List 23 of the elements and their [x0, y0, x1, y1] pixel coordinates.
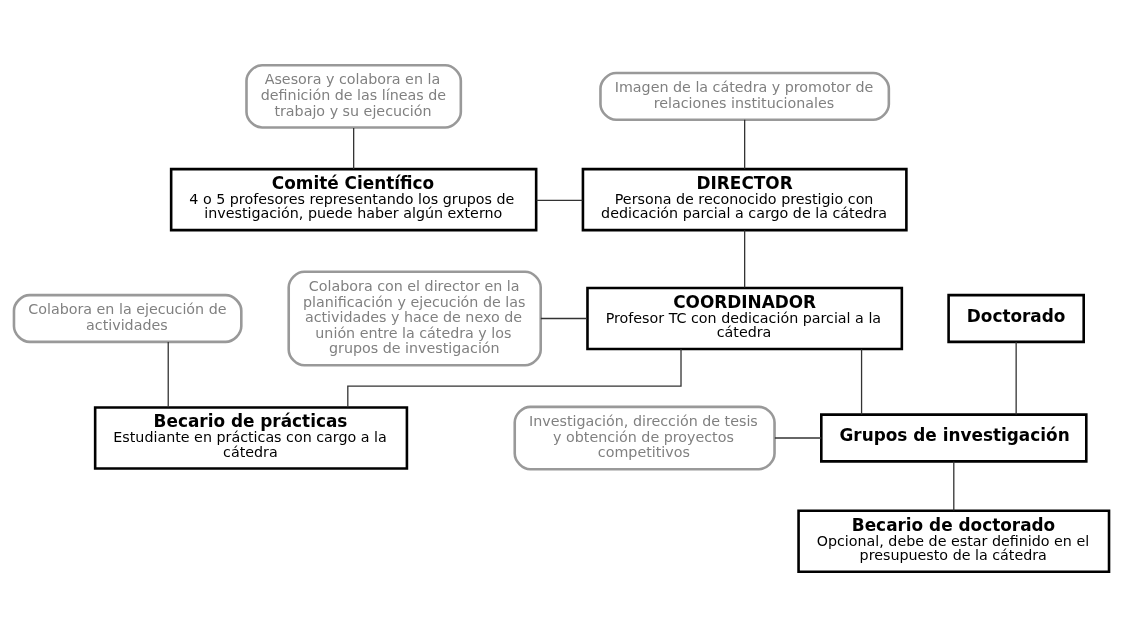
node-box: Becario de doctorado Opcional, debe de estar definido en el presupuesto de la cátedra: [797, 508, 1111, 573]
node-box: DIRECTOR Persona de reconocido prestigio con dedicación parcial a cargo de la cátedra: [581, 167, 908, 231]
connector: [744, 229, 746, 288]
connector: [744, 118, 746, 169]
connector: [540, 317, 588, 319]
connector: [1015, 340, 1017, 415]
connector: [953, 460, 955, 511]
connector: [167, 340, 169, 408]
node-box: Colabora en la ejecución de actividades: [12, 293, 243, 343]
node-box: Doctorado: [947, 293, 1085, 343]
node-box: Asesora y colabora en la definición de las líneas de trabajo y su ejecución: [245, 63, 463, 129]
connector: [347, 347, 682, 408]
node-box: Imagen de la cátedra y promotor de relaciones institucionales: [599, 71, 891, 121]
node-box: Investigación, dirección de tesis y obtención de proyectos competitivos: [513, 405, 776, 470]
node-box: Becario de prácticas Estudiante en prácticas con cargo a la cátedra: [93, 405, 409, 470]
node-box: Colabora con el director en la planificación y ejecución de las actividades y hace de nexo de unión entre la cátedra y los grupos de investigación: [287, 269, 542, 367]
connector: [353, 126, 355, 170]
connector: [860, 348, 863, 415]
node-box: Comité Científico 4 o 5 profesores representando los grupos de investigación, puede haber algún externo: [169, 167, 538, 231]
connector: [535, 199, 584, 201]
connector: [774, 436, 822, 439]
node-box: COORDINADOR Profesor TC con dedicación parcial a la cátedra: [586, 286, 904, 350]
node-box: Grupos de investigación: [820, 412, 1088, 463]
